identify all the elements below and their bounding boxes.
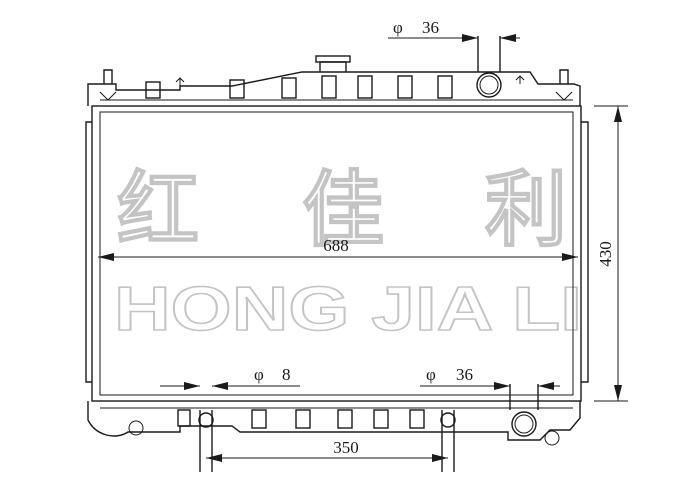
bottom-tab-1: [177, 409, 191, 427]
top-tab-7: [437, 75, 453, 99]
top-tab-3: [281, 77, 297, 99]
top-pipe-dia-label: 36: [422, 18, 439, 37]
bottom-left-fitting: [199, 410, 213, 472]
bottom-outlet-pipe: [509, 384, 539, 410]
dimension-top-pipe: φ 36: [388, 18, 520, 42]
bottom-spacing-label: 350: [333, 438, 359, 457]
top-left-pin: [103, 69, 113, 84]
top-tab-4: [321, 75, 337, 99]
bottom-right-dia-label: 36: [456, 365, 473, 384]
watermark-english: HONG JIA LI: [114, 275, 582, 344]
bottom-tab-6: [409, 409, 425, 429]
dimension-bottom-left-fitting: φ 8: [160, 365, 300, 390]
dimension-bottom-spacing: 350: [206, 438, 448, 462]
bottom-tab-5: [373, 409, 389, 429]
top-tank: [87, 36, 581, 106]
top-right-pin-tip: [555, 91, 573, 101]
dimension-bottom-right-pipe: φ 36: [420, 365, 560, 390]
bottom-outlet-circle-inner: [514, 414, 534, 434]
height-label: 430: [596, 241, 615, 267]
bottom-outlet-circle-outer: [511, 411, 537, 437]
watermark: 红 佳 利 HONG JIA LI: [113, 162, 583, 345]
width-label: 688: [323, 236, 349, 255]
bottom-right-fitting: [441, 410, 455, 472]
bottom-left-fitting-head: [198, 412, 214, 428]
bottom-tab-2: [251, 409, 267, 429]
top-tab-2: [229, 79, 245, 99]
bottom-left-dia-label: 8: [282, 365, 291, 384]
bottom-right-fitting-head: [440, 412, 456, 428]
filler-cap-neck: [319, 61, 347, 72]
left-bracket: [85, 121, 92, 383]
bottom-tab-3: [295, 409, 311, 429]
watermark-char-2: 佳: [302, 163, 384, 258]
bottom-right-phi: φ: [426, 365, 436, 384]
watermark-char-1: 红: [117, 163, 199, 258]
top-tab-6: [397, 75, 413, 99]
top-pipe-phi: φ: [393, 18, 403, 37]
top-outlet-circle-outer: [476, 72, 502, 98]
top-vent-1: [175, 77, 185, 86]
top-right-pin: [559, 69, 569, 84]
top-outlet-circle-inner: [479, 75, 499, 95]
top-tank-outline: [87, 71, 581, 106]
top-outlet-pipe: [477, 36, 501, 72]
bottom-right-lug: [544, 430, 560, 446]
top-tab-5: [357, 75, 373, 99]
bottom-tank: [87, 384, 581, 472]
top-left-pin-tip: [99, 91, 117, 101]
dimension-height: 430: [594, 105, 628, 402]
dimension-width: 688: [98, 236, 578, 261]
bottom-left-phi: φ: [254, 365, 264, 384]
bottom-tank-outline: [87, 401, 581, 441]
bottom-tab-4: [337, 409, 353, 429]
bottom-left-lug: [128, 420, 144, 436]
right-bracket: [581, 121, 589, 383]
filler-cap: [315, 55, 351, 63]
core-inner: [99, 111, 574, 396]
top-vent-2: [515, 75, 525, 84]
top-tab-1: [145, 81, 161, 99]
radiator-core: [85, 105, 589, 402]
watermark-char-3: 利: [485, 163, 567, 258]
core-outline: [91, 105, 582, 402]
